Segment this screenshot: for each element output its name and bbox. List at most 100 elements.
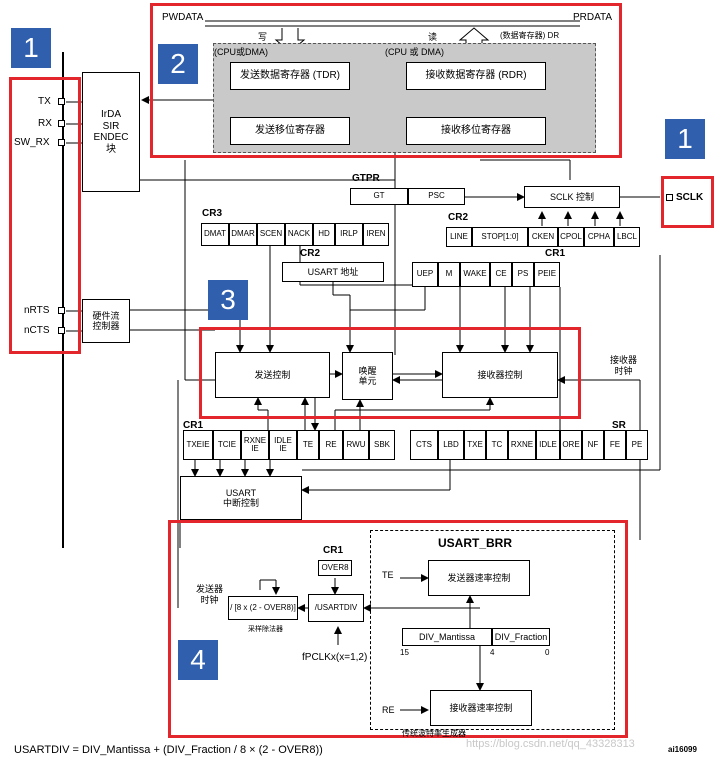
sample-divider-label: 采样除法器 — [248, 626, 283, 633]
highlight-control-logic — [199, 327, 581, 419]
marker-2: 2 — [158, 44, 198, 84]
sample-divider-box: / [8 x (2 - OVER8)] — [228, 596, 298, 620]
watermark: https://blog.csdn.net/qq_43328313 — [466, 738, 635, 750]
cr3-bit-cell: IREN — [363, 223, 389, 246]
re-label: RE — [382, 705, 395, 715]
sr-bit-cell: FE — [604, 430, 626, 460]
sr-bit-cell: ORE — [560, 430, 582, 460]
ncts-pin — [58, 327, 65, 334]
cr3-bit-cell: IRLP — [335, 223, 363, 246]
irda-endec-box: IrDA SIR ENDEC 块 — [82, 72, 140, 192]
cr1-bottom-bit-cell: TE — [297, 430, 319, 460]
tx-rate-control-box: 发送器速率控制 — [428, 560, 530, 596]
tx-pin — [58, 98, 65, 105]
sr-bit-cell: CTS — [410, 430, 438, 460]
ncts-pin-label: nCTS — [24, 325, 50, 336]
rx-pin-label: RX — [38, 118, 52, 129]
pwdata-label: PWDATA — [162, 12, 204, 23]
div-fraction-box: DIV_Fraction — [492, 628, 550, 646]
rx-rate-control-box: 接收器速率控制 — [430, 690, 532, 726]
gtpr-gt-cell: GT — [350, 188, 408, 205]
sr-bit-cell: NF — [582, 430, 604, 460]
cr2-bit-cell: CPOL — [558, 227, 584, 247]
sr-bit-cell: PE — [626, 430, 648, 460]
sr-bit-cell: RXNE — [508, 430, 536, 460]
cr1-bottom-bit-cell: IDLE IE — [269, 430, 297, 460]
cr2-bit-cell: STOP[1:0] — [472, 227, 528, 247]
highlight-pins-left — [9, 77, 81, 354]
marker-1-left: 1 — [11, 28, 51, 68]
sclk-control-box: SCLK 控制 — [524, 186, 620, 208]
usartdiv-box: /USARTDIV — [308, 594, 364, 622]
interrupt-control-box: USART 中断控制 — [180, 476, 302, 520]
data-register-label: (数据寄存器) DR — [500, 31, 560, 40]
baud-generator-label: 传统波特率生成器 — [402, 729, 466, 738]
cr1-top-bit-cell: UEP — [412, 262, 438, 287]
cr1-top-bit-cell: PS — [512, 262, 534, 287]
sclk-pin-label: SCLK — [676, 192, 704, 203]
gtpr-title: GTPR — [352, 173, 380, 184]
highlight-data-registers — [150, 3, 622, 158]
write-label: 写 — [258, 32, 268, 42]
figure-id-label: ai16099 — [668, 745, 697, 754]
rx-pin — [58, 120, 65, 127]
cr1-top-bit-cell: PEIE — [534, 262, 560, 287]
tdr-box: 发送数据寄存器 (TDR) — [230, 62, 350, 90]
cr3-title: CR3 — [202, 208, 223, 219]
div-mantissa-box: DIV_Mantissa — [402, 628, 492, 646]
cr1-bottom-bit-cell: SBK — [369, 430, 395, 460]
cr2-bit-cell: CPHA — [584, 227, 614, 247]
hw-flow-control-box: 硬件流 控制器 — [82, 299, 130, 343]
bit0-label: 0 — [545, 648, 550, 657]
cr1-bottom-bit-cell: TCIE — [213, 430, 241, 460]
cr2-right-title: CR2 — [448, 212, 469, 223]
rx-clock-label: 接收器 时钟 — [610, 355, 638, 376]
usart-brr-title: USART_BRR — [438, 536, 513, 550]
cpu-dma-right-label: (CPU 或 DMA) — [385, 47, 444, 57]
highlight-sclk — [661, 176, 714, 228]
wakeup-unit-box: 唤醒 单元 — [342, 352, 393, 400]
sr-title: SR — [612, 420, 626, 431]
cr3-bit-cell: DMAR — [229, 223, 257, 246]
te-label: TE — [382, 570, 394, 580]
fpclk-label: fPCLKx(x=1,2) — [302, 652, 368, 663]
cr2-bit-cell: CKEN — [528, 227, 558, 247]
cr1-top-title: CR1 — [545, 248, 566, 259]
swrx-pin-label: SW_RX — [14, 137, 50, 148]
cr2-address-title: CR2 — [300, 248, 321, 259]
usartdiv-formula: USARTDIV = DIV_Mantissa + (DIV_Fraction … — [14, 744, 323, 756]
cpu-dma-left-label: (CPU或DMA) — [214, 47, 268, 57]
marker-3: 3 — [208, 280, 248, 320]
cr3-bit-cell: SCEN — [257, 223, 285, 246]
cr3-bit-cell: NACK — [285, 223, 313, 246]
cr2-bit-cell: LBCL — [614, 227, 640, 247]
cr3-bit-cell: HD — [313, 223, 335, 246]
sr-bit-cell: IDLE — [536, 430, 560, 460]
tx-control-box: 发送控制 — [215, 352, 330, 398]
sr-bit-cell: TXE — [464, 430, 486, 460]
baud-generator-region — [370, 530, 615, 730]
bit15-label: 15 — [400, 648, 409, 657]
cr1-top-bit-cell: WAKE — [460, 262, 490, 287]
nrts-pin — [58, 307, 65, 314]
tx-pin-label: TX — [38, 96, 51, 107]
cr1-top-bit-cell: CE — [490, 262, 512, 287]
cr1-bottom-title: CR1 — [183, 420, 204, 431]
highlight-baud-generator — [168, 520, 628, 738]
sr-bit-cell: TC — [486, 430, 508, 460]
read-label: 读 — [428, 32, 438, 42]
cr1-bottom-bit-cell: RWU — [343, 430, 369, 460]
tx-clock-label: 发送器 时钟 — [196, 584, 224, 605]
cr1-top-bit-cell: M — [438, 262, 460, 287]
rdr-box: 接收数据寄存器 (RDR) — [406, 62, 546, 90]
over8-box: OVER8 — [318, 560, 352, 576]
cr1-bottom-bit-cell: TXEIE — [183, 430, 213, 460]
cr1-over-title: CR1 — [323, 545, 344, 556]
cr2-bit-cell: LINE — [446, 227, 472, 247]
rx-control-box: 接收器控制 — [442, 352, 558, 398]
sr-bit-cell: LBD — [438, 430, 464, 460]
swrx-pin — [58, 139, 65, 146]
bit4-label: 4 — [490, 648, 495, 657]
